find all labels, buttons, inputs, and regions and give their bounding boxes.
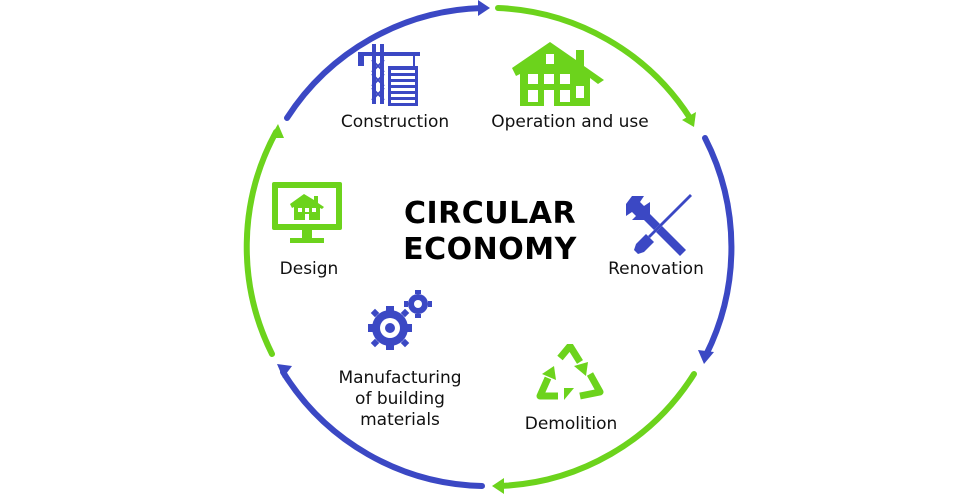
wrench-screwdriver-icon: [626, 194, 692, 256]
monitor-house-icon: [272, 182, 342, 243]
stage-label-renovation: Renovation: [608, 259, 704, 279]
arrowhead-design: [270, 124, 284, 138]
house-icon: [512, 42, 604, 106]
recycle-icon: [536, 344, 604, 400]
arc-operation: [495, 5, 693, 121]
title-line-1: CIRCULAR: [403, 196, 577, 231]
stage-label-manufacturing-line-3: materials: [360, 410, 440, 430]
title-line-2: ECONOMY: [403, 232, 577, 267]
arc-renovation: [702, 135, 735, 358]
stage-label-demolition: Demolition: [524, 414, 618, 434]
stage-label-operation: Operation and use: [491, 112, 649, 132]
diagram-title: CIRCULAR ECONOMY: [390, 196, 590, 268]
arrowhead-renovation: [698, 350, 714, 364]
arc-manufacturing: [280, 369, 485, 489]
arrowhead-construction: [478, 0, 490, 16]
arrowhead-manufacturing: [277, 364, 292, 378]
stage-label-manufacturing-line-1: Manufacturing: [338, 368, 462, 388]
crane-building-icon: [358, 44, 420, 106]
stage-label-manufacturing-line-2: of building: [355, 389, 445, 409]
arc-design: [243, 129, 279, 357]
stage-label-construction: Construction: [340, 112, 450, 132]
arc-construction: [284, 5, 485, 121]
gears-icon: [368, 290, 432, 350]
arrowhead-demolition: [492, 478, 504, 494]
stage-label-design: Design: [279, 259, 339, 279]
arc-demolition: [497, 371, 697, 489]
arrowhead-operation: [682, 112, 696, 127]
